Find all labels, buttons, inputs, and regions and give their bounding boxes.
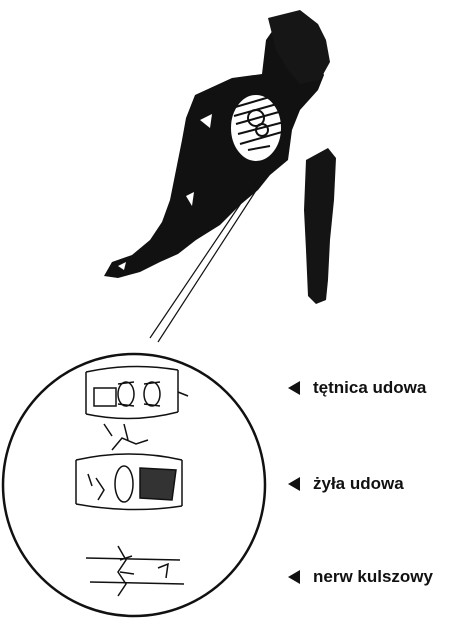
vein-pointer-arrow <box>288 477 300 491</box>
artery-label: tętnica udowa <box>313 378 426 398</box>
vein-label: żyła udowa <box>313 474 404 494</box>
lower-leg-silhouette <box>304 148 336 304</box>
artery-pointer-arrow <box>288 381 300 395</box>
nerve-pointer-arrow <box>288 570 300 584</box>
limb-illustration <box>104 10 336 304</box>
nerve-label: nerw kulszowy <box>313 567 433 587</box>
